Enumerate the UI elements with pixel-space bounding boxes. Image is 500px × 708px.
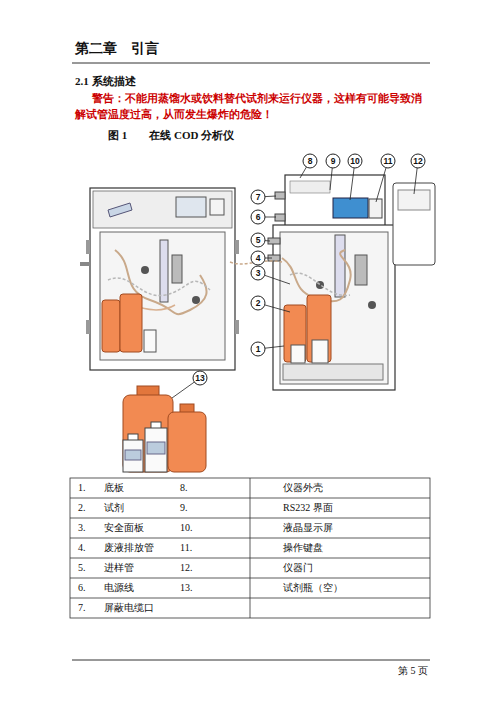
table-cell: 操作键盘 [283,542,323,554]
callout-number: 1 [249,343,267,355]
table-cell: 1. [78,482,86,494]
leader-line [172,382,194,398]
leader-line [265,305,290,312]
table-cell: 5. [78,562,86,574]
analyzer-front-view [80,188,239,370]
figure-caption: 图 1 在线 COD 分析仪 [108,129,234,142]
table-cell: 2. [78,502,86,514]
callout-number: 8 [301,155,319,167]
table-cell: 底板 [104,482,124,494]
table-cell: RS232 界面 [283,502,333,514]
callout-number: 4 [249,252,267,264]
callout-number: 9 [324,155,342,167]
table-cell: 电源线 [104,582,134,594]
table-cell: 6. [78,582,86,594]
leader-line [265,240,270,241]
footer-rule [72,660,430,661]
table-cell: 8. [180,482,188,494]
reagent-bottles [123,386,206,472]
callout-number: 5 [249,234,267,246]
callout-number: 6 [249,211,267,223]
leader-line [265,346,284,348]
section-heading: 2.1 系统描述 [75,75,136,88]
table-cell: 安全面板 [104,522,144,534]
callout-number: 11 [379,155,397,167]
header-rule [72,63,430,64]
page-number: 第 5 页 [398,665,428,677]
leader-line [376,168,386,202]
table-cell: 13. [180,582,193,594]
table-cell: 废液排放管 [104,542,154,554]
table-cell: 仪器外壳 [283,482,323,494]
table-cell: 11. [180,542,192,554]
callout-number: 12 [409,155,427,167]
table-cell: 液晶显示屏 [283,522,333,534]
callout-number: 2 [249,297,267,309]
leader-line [265,196,276,198]
analyzer-open-view [230,175,435,390]
callout-number: 13 [191,372,209,384]
table-cell: 12. [180,562,193,574]
table-cell: 3. [78,522,86,534]
leader-line [350,168,354,200]
callout-number: 3 [249,267,267,279]
table-cell: 屏蔽电缆口 [104,602,154,614]
table-cell: 4. [78,542,86,554]
parts-table-grid [70,478,430,618]
leader-line [265,275,290,284]
table-cell: 试剂瓶（空） [283,582,343,594]
leader-line [300,167,306,178]
callout-number: 7 [249,191,267,203]
leader-line [265,258,272,259]
table-cell: 9. [180,502,188,514]
leader-line [414,168,417,194]
leader-line [330,168,332,190]
chapter-heading: 第二章 引言 [75,41,159,58]
table-cell: 仪器门 [283,562,313,574]
table-cell: 试剂 [104,502,124,514]
table-cell: 7. [78,602,86,614]
warning-note: 警告：不能用蒸馏水或饮料替代试剂来运行仪器，这样有可能导致消解试管温度过高，从而… [75,91,431,123]
callout-marks [172,154,425,398]
table-cell: 10. [180,522,193,534]
callout-number: 10 [346,155,364,167]
table-cell: 进样管 [104,562,134,574]
leader-line [265,217,276,218]
